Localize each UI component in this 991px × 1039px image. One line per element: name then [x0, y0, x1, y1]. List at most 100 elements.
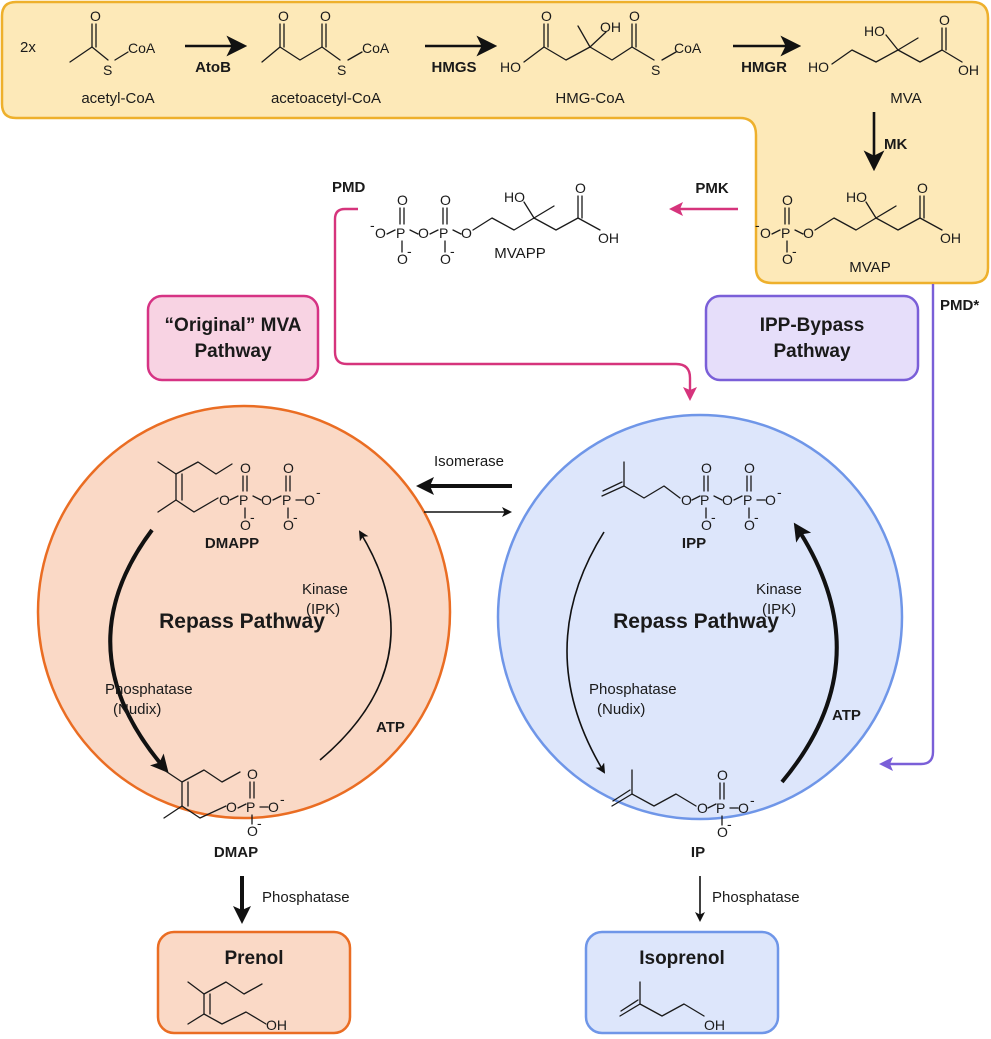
atom-ho: HO — [808, 59, 829, 75]
right-kinase-label-line2: (IPK) — [762, 601, 796, 618]
hmg-coa-label: HMG-CoA — [555, 90, 624, 107]
left-repass-pathway-title: Repass Pathway — [159, 610, 325, 633]
isomerase-label: Isomerase — [434, 453, 504, 470]
right-repass-pathway-title: Repass Pathway — [613, 610, 779, 633]
charge-minus: - — [711, 509, 716, 525]
atom-o-minus: O — [760, 225, 771, 241]
acetoacetyl-coa-structure: O O S CoA — [261, 8, 390, 78]
hmg-coa-structure: HO O OH O S CoA — [500, 8, 702, 78]
hmgs-enzyme-label: HMGS — [432, 59, 477, 76]
hmgr-enzyme-label: HMGR — [741, 59, 787, 76]
atom-o: O — [219, 492, 230, 508]
atom-o: O — [283, 460, 294, 476]
atom-o-minus: O — [782, 251, 793, 267]
acetyl-coa-structure: O S CoA — [69, 8, 156, 78]
atom-ho: HO — [846, 189, 867, 205]
atom-o-minus: O — [717, 824, 728, 840]
atom-o: O — [320, 8, 331, 24]
ipp-bypass-pathway-box — [704, 294, 920, 382]
atom-o-minus: O — [304, 492, 315, 508]
ipp-repass-cycle — [496, 413, 904, 821]
atom-oh: OH — [704, 1017, 725, 1033]
mva-label: MVA — [890, 90, 921, 107]
acetoacetyl-coa-label: acetoacetyl-CoA — [271, 90, 381, 107]
atom-oh: OH — [266, 1017, 287, 1033]
charge-minus: - — [727, 816, 732, 832]
original-mva-route-arrow — [333, 207, 697, 401]
atom-o: O — [240, 460, 251, 476]
atom-s: S — [337, 62, 346, 78]
prenol-label: Prenol — [224, 948, 283, 969]
right-phosphatase-label-line2: (Nudix) — [597, 701, 645, 718]
atom-p: P — [239, 492, 248, 508]
right-phosphatase-label-line1: Phosphatase — [589, 681, 677, 698]
charge-minus: - — [280, 791, 285, 807]
original-mva-line2: Pathway — [194, 341, 272, 362]
prenol-product-box — [156, 930, 352, 1035]
atom-o: O — [697, 800, 708, 816]
charge-minus: - — [257, 815, 262, 831]
charge-minus: - — [250, 509, 255, 525]
isoprenol-structure: OH — [619, 981, 725, 1033]
atom-o: O — [681, 492, 692, 508]
right-kinase-label-line1: Kinase — [756, 581, 802, 598]
acetyl-coa-label: acetyl-CoA — [81, 90, 154, 107]
mk-enzyme-label: MK — [884, 136, 907, 153]
atom-p: P — [716, 800, 725, 816]
left-phosphatase-label-line2: (Nudix) — [113, 701, 161, 718]
charge-minus: - — [450, 243, 455, 259]
atom-o: O — [917, 180, 928, 196]
atom-ho: HO — [504, 189, 525, 205]
dmap-structure: O P O O - O - — [163, 766, 285, 839]
charge-minus: - — [792, 243, 797, 259]
charge-minus: - — [750, 792, 755, 808]
atom-o: O — [782, 192, 793, 208]
isoprenol-phosphatase-label: Phosphatase — [712, 889, 800, 906]
pmk-enzyme-label: PMK — [695, 180, 729, 197]
atom-o: O — [803, 225, 814, 241]
atom-o-minus: O — [765, 492, 776, 508]
atom-p: P — [743, 492, 752, 508]
atom-o: O — [722, 492, 733, 508]
pmd-enzyme-label: PMD — [332, 179, 366, 196]
atom-oh: OH — [598, 230, 619, 246]
atom-oh: OH — [940, 230, 961, 246]
ipp-bypass-line1: IPP-Bypass — [760, 315, 865, 336]
atom-o: O — [629, 8, 640, 24]
left-phosphatase-arrow — [108, 528, 169, 774]
atom-s: S — [651, 62, 660, 78]
original-mva-line1: “Original” MVA — [165, 315, 302, 336]
atom-o-minus: O — [701, 517, 712, 533]
right-atp-label: ATP — [832, 707, 861, 724]
atom-o-minus: O — [744, 517, 755, 533]
atom-o: O — [701, 460, 712, 476]
atom-p: P — [246, 799, 255, 815]
atom-p: P — [396, 225, 405, 241]
left-atp-label: ATP — [376, 719, 405, 736]
ip-label: IP — [691, 844, 705, 861]
original-mva-pathway-box — [146, 294, 320, 382]
atom-o-minus: O — [247, 823, 258, 839]
atom-coa: CoA — [128, 40, 156, 56]
atom-o-minus: O — [268, 799, 279, 815]
ipp-structure: O P O O - O P O O - O - — [601, 460, 782, 533]
left-phosphatase-label-line1: Phosphatase — [105, 681, 193, 698]
atom-o: O — [226, 799, 237, 815]
mva-structure: HO HO O OH — [808, 12, 979, 78]
isoprenol-label: Isoprenol — [639, 948, 725, 969]
atom-o: O — [397, 192, 408, 208]
charge-minus: - — [370, 217, 375, 233]
mvap-label: MVAP — [849, 259, 890, 276]
atom-o-minus: O — [738, 800, 749, 816]
charge-minus: - — [316, 484, 321, 500]
atom-coa: CoA — [362, 40, 390, 56]
atom-o: O — [939, 12, 950, 28]
atom-o: O — [461, 225, 472, 241]
dmapp-label: DMAPP — [205, 535, 259, 552]
atom-oh: OH — [600, 19, 621, 35]
ip-structure: O P O O - O - — [611, 767, 755, 840]
charge-minus: - — [755, 217, 760, 233]
dmap-label: DMAP — [214, 844, 258, 861]
